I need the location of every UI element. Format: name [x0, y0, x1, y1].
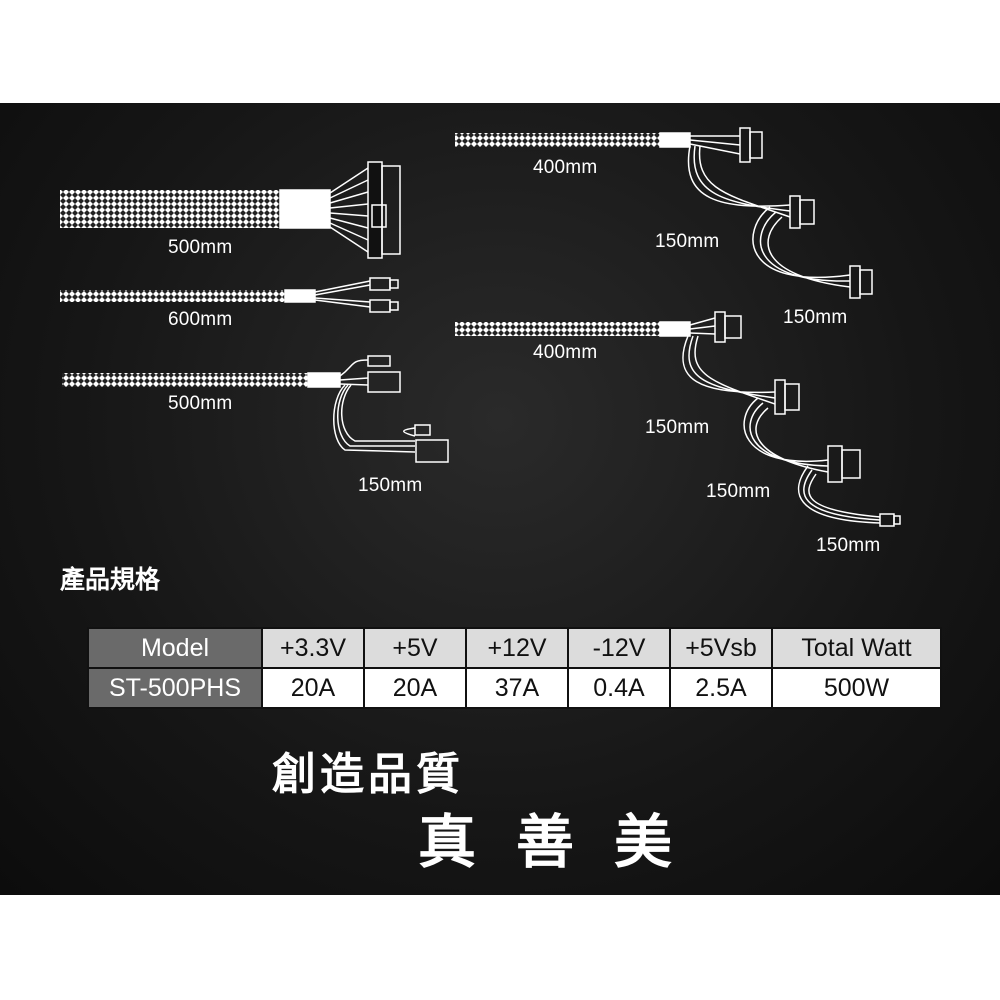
table-header-row: Model +3.3V +5V +12V -12V +5Vsb Total Wa… [87, 627, 942, 669]
cell: 500W [771, 667, 942, 709]
spec-title: 產品規格 [60, 565, 161, 594]
table-row: ST-500PHS 20A 20A 37A 0.4A 2.5A 500W [87, 667, 942, 709]
length-label: 150mm [816, 535, 881, 556]
header-cell: Model [87, 627, 263, 669]
length-label: 400mm [533, 342, 598, 363]
cable-24pin [60, 161, 401, 259]
header-cell: +3.3V [261, 627, 365, 669]
length-label: 150mm [783, 307, 848, 328]
length-label: 500mm [168, 237, 233, 258]
cell: 20A [363, 667, 467, 709]
length-label: 150mm [645, 417, 710, 438]
length-label: 150mm [706, 481, 771, 502]
cable-illustration [60, 127, 901, 527]
header-cell: +12V [465, 627, 569, 669]
length-label: 600mm [168, 309, 233, 330]
length-label: 150mm [655, 231, 720, 252]
header-cell: Total Watt [771, 627, 942, 669]
header-cell: -12V [567, 627, 671, 669]
slogan-line-1: 創造品質 [272, 749, 464, 800]
header-cell: +5V [363, 627, 467, 669]
length-label: 500mm [168, 393, 233, 414]
length-label: 400mm [533, 157, 598, 178]
product-panel: 500mm 600mm 500mm 150mm 400mm 150mm 150m… [0, 103, 1000, 895]
cable-sata-chain [455, 311, 901, 527]
spec-table: Model +3.3V +5V +12V -12V +5Vsb Total Wa… [87, 627, 942, 709]
cell: 2.5A [669, 667, 773, 709]
cell: 37A [465, 667, 569, 709]
cell: 0.4A [567, 667, 671, 709]
cell: ST-500PHS [87, 667, 263, 709]
slogan-line-2: 真善美 [418, 808, 713, 876]
cable-molex-chain [455, 127, 873, 299]
cable-pcie [62, 355, 449, 463]
cell: 20A [261, 667, 365, 709]
header-cell: +5Vsb [669, 627, 773, 669]
length-label: 150mm [358, 475, 423, 496]
cable-4+4pin [60, 277, 399, 313]
